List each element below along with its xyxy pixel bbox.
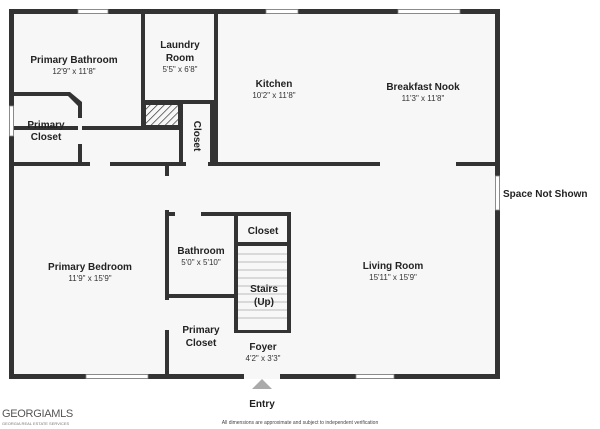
kitchen-name: Kitchen — [256, 79, 293, 90]
foyer-dim: 4'2" x 3'3" — [246, 354, 281, 363]
closet-vertical-name: Closet — [191, 121, 202, 152]
dimensions-disclaimer: All dimensions are approximate and subje… — [221, 420, 379, 426]
kitchen-dim: 10'2" x 11'8" — [252, 91, 295, 100]
georgiamls-logo: GEORGIAMLS — [2, 408, 73, 420]
primary-closet-top-name-2: Closet — [31, 132, 62, 143]
breakfast-nook-name: Breakfast Nook — [386, 82, 460, 93]
stairs-name-2: (Up) — [254, 297, 274, 308]
entry-label: Entry — [249, 399, 275, 410]
breakfast-nook-dim: 11'3" x 11'8" — [402, 94, 445, 103]
closet-small-name: Closet — [248, 226, 279, 237]
space-not-shown-label: Space Not Shown — [503, 189, 587, 200]
foyer-name: Foyer — [249, 342, 276, 353]
primary-bedroom-name: Primary Bedroom — [48, 262, 132, 273]
laundry-room-name-2: Room — [166, 53, 194, 64]
bathroom-dim: 5'0" x 5'10" — [181, 258, 221, 267]
primary-bathroom-name: Primary Bathroom — [30, 55, 117, 66]
primary-closet-bottom-name-2: Closet — [186, 338, 217, 349]
georgiamls-logo-subtext: GEORGIA REAL ESTATE SERVICES — [2, 421, 70, 426]
interior-walls — [12, 12, 496, 378]
entry-arrow-icon — [252, 379, 272, 389]
laundry-hatch — [144, 103, 180, 127]
primary-closet-bottom-name-1: Primary — [182, 325, 220, 336]
stair-treads — [238, 253, 287, 319]
angled-wall — [68, 92, 82, 106]
stairs-name-1: Stairs — [250, 284, 278, 295]
floor-area — [12, 12, 497, 377]
laundry-room-name-1: Laundry — [160, 40, 200, 51]
windows — [9, 9, 500, 379]
bathroom-name: Bathroom — [177, 246, 224, 257]
door-openings — [78, 118, 456, 379]
laundry-room-dim: 5'5" x 6'8" — [163, 65, 198, 74]
primary-closet-top-name-1: Primary — [27, 120, 65, 131]
primary-bathroom-dim: 12'9" x 11'8" — [52, 67, 95, 76]
living-room-name: Living Room — [363, 261, 424, 272]
living-room-dim: 15'11" x 15'9" — [369, 273, 417, 282]
primary-bedroom-dim: 11'9" x 15'9" — [68, 274, 111, 283]
